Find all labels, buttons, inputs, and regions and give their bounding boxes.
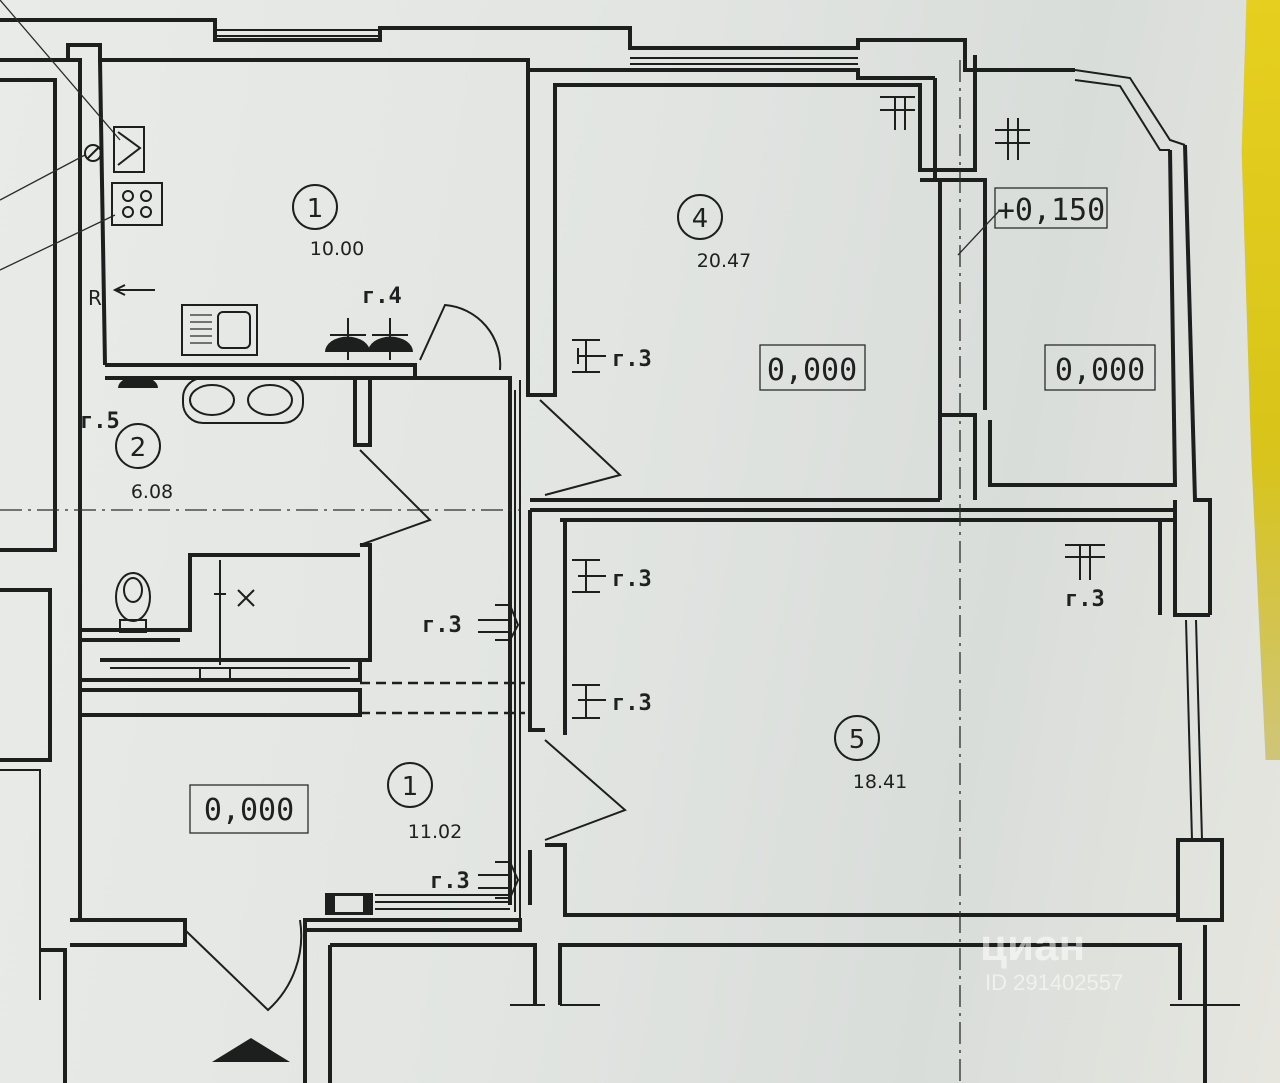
room-2-area: 6.08 [131, 481, 173, 503]
level-mark-hall-text: +0,150 [997, 193, 1105, 228]
room-5-circle [834, 715, 880, 761]
level-mark-room-4: 0,000 [759, 344, 866, 391]
level-mark-room-1: 0,000 [189, 784, 309, 834]
room-5: 5 18.41 [834, 715, 907, 793]
room-1-area: 11.02 [408, 821, 462, 843]
room-4: 4 20.47 [677, 194, 751, 272]
riser-label-hall: г.3 [430, 869, 470, 894]
p-mark: R [88, 286, 102, 310]
room-2-circle [115, 423, 161, 469]
riser-label-g4: г.4 [362, 284, 402, 309]
arrow-left [112, 284, 155, 296]
watermark-id: ID 291402557 [985, 970, 1123, 995]
room-1-number: 1 [402, 772, 419, 802]
room-5-area: 18.41 [853, 771, 907, 793]
shower-drain-icon [199, 560, 255, 681]
heating-riser-icons [478, 96, 1105, 899]
room-3-circle [292, 184, 338, 230]
room-2-number: 2 [130, 433, 147, 463]
room-4-circle [677, 194, 723, 240]
riser-label-room4: г.3 [612, 347, 652, 372]
riser-label-room5-mid: г.3 [612, 691, 652, 716]
level-mark-hall: +0,150 [957, 187, 1108, 256]
riser-label-bath: г.3 [422, 613, 462, 638]
level-mark-room-1-text: 0,000 [204, 793, 294, 828]
kitchen-sink-icon [181, 304, 258, 356]
watermark-brand: циан [980, 921, 1085, 970]
room-1-circle [387, 762, 433, 808]
level-mark-room-4-text: 0,000 [767, 353, 857, 388]
level-mark-balcony: 0,000 [1044, 344, 1156, 391]
riser-label-room5-corner: г.3 [1065, 587, 1105, 612]
room-4-number: 4 [692, 204, 709, 234]
washbasin-icon [182, 377, 304, 424]
room-3: 1 10.00 [292, 184, 364, 260]
riser-bell-icons [118, 318, 413, 1062]
room-3-number: 1 [307, 194, 324, 224]
riser-label-g5: г.5 [80, 409, 120, 434]
watermark: циан ID 291402557 [980, 921, 1123, 995]
room-4-area: 20.47 [697, 250, 751, 272]
stove-icon [111, 182, 163, 226]
leader-lines [0, 0, 121, 271]
room-3-area: 10.00 [310, 238, 364, 260]
room-5-number: 5 [849, 725, 866, 755]
doors [184, 303, 627, 1012]
level-mark-balcony-text: 0,000 [1055, 353, 1145, 388]
room-2: 2 6.08 [115, 423, 173, 503]
room-1: 1 11.02 [387, 762, 462, 843]
boiler-icon [84, 126, 145, 173]
toilet-icon [115, 572, 151, 633]
riser-label-room5-top: г.3 [612, 567, 652, 592]
walls [0, 18, 1240, 1083]
riser-labels: г.4 г.3 г.5 г.3 г.3 г.3 г.3 г.3 [80, 284, 1105, 894]
